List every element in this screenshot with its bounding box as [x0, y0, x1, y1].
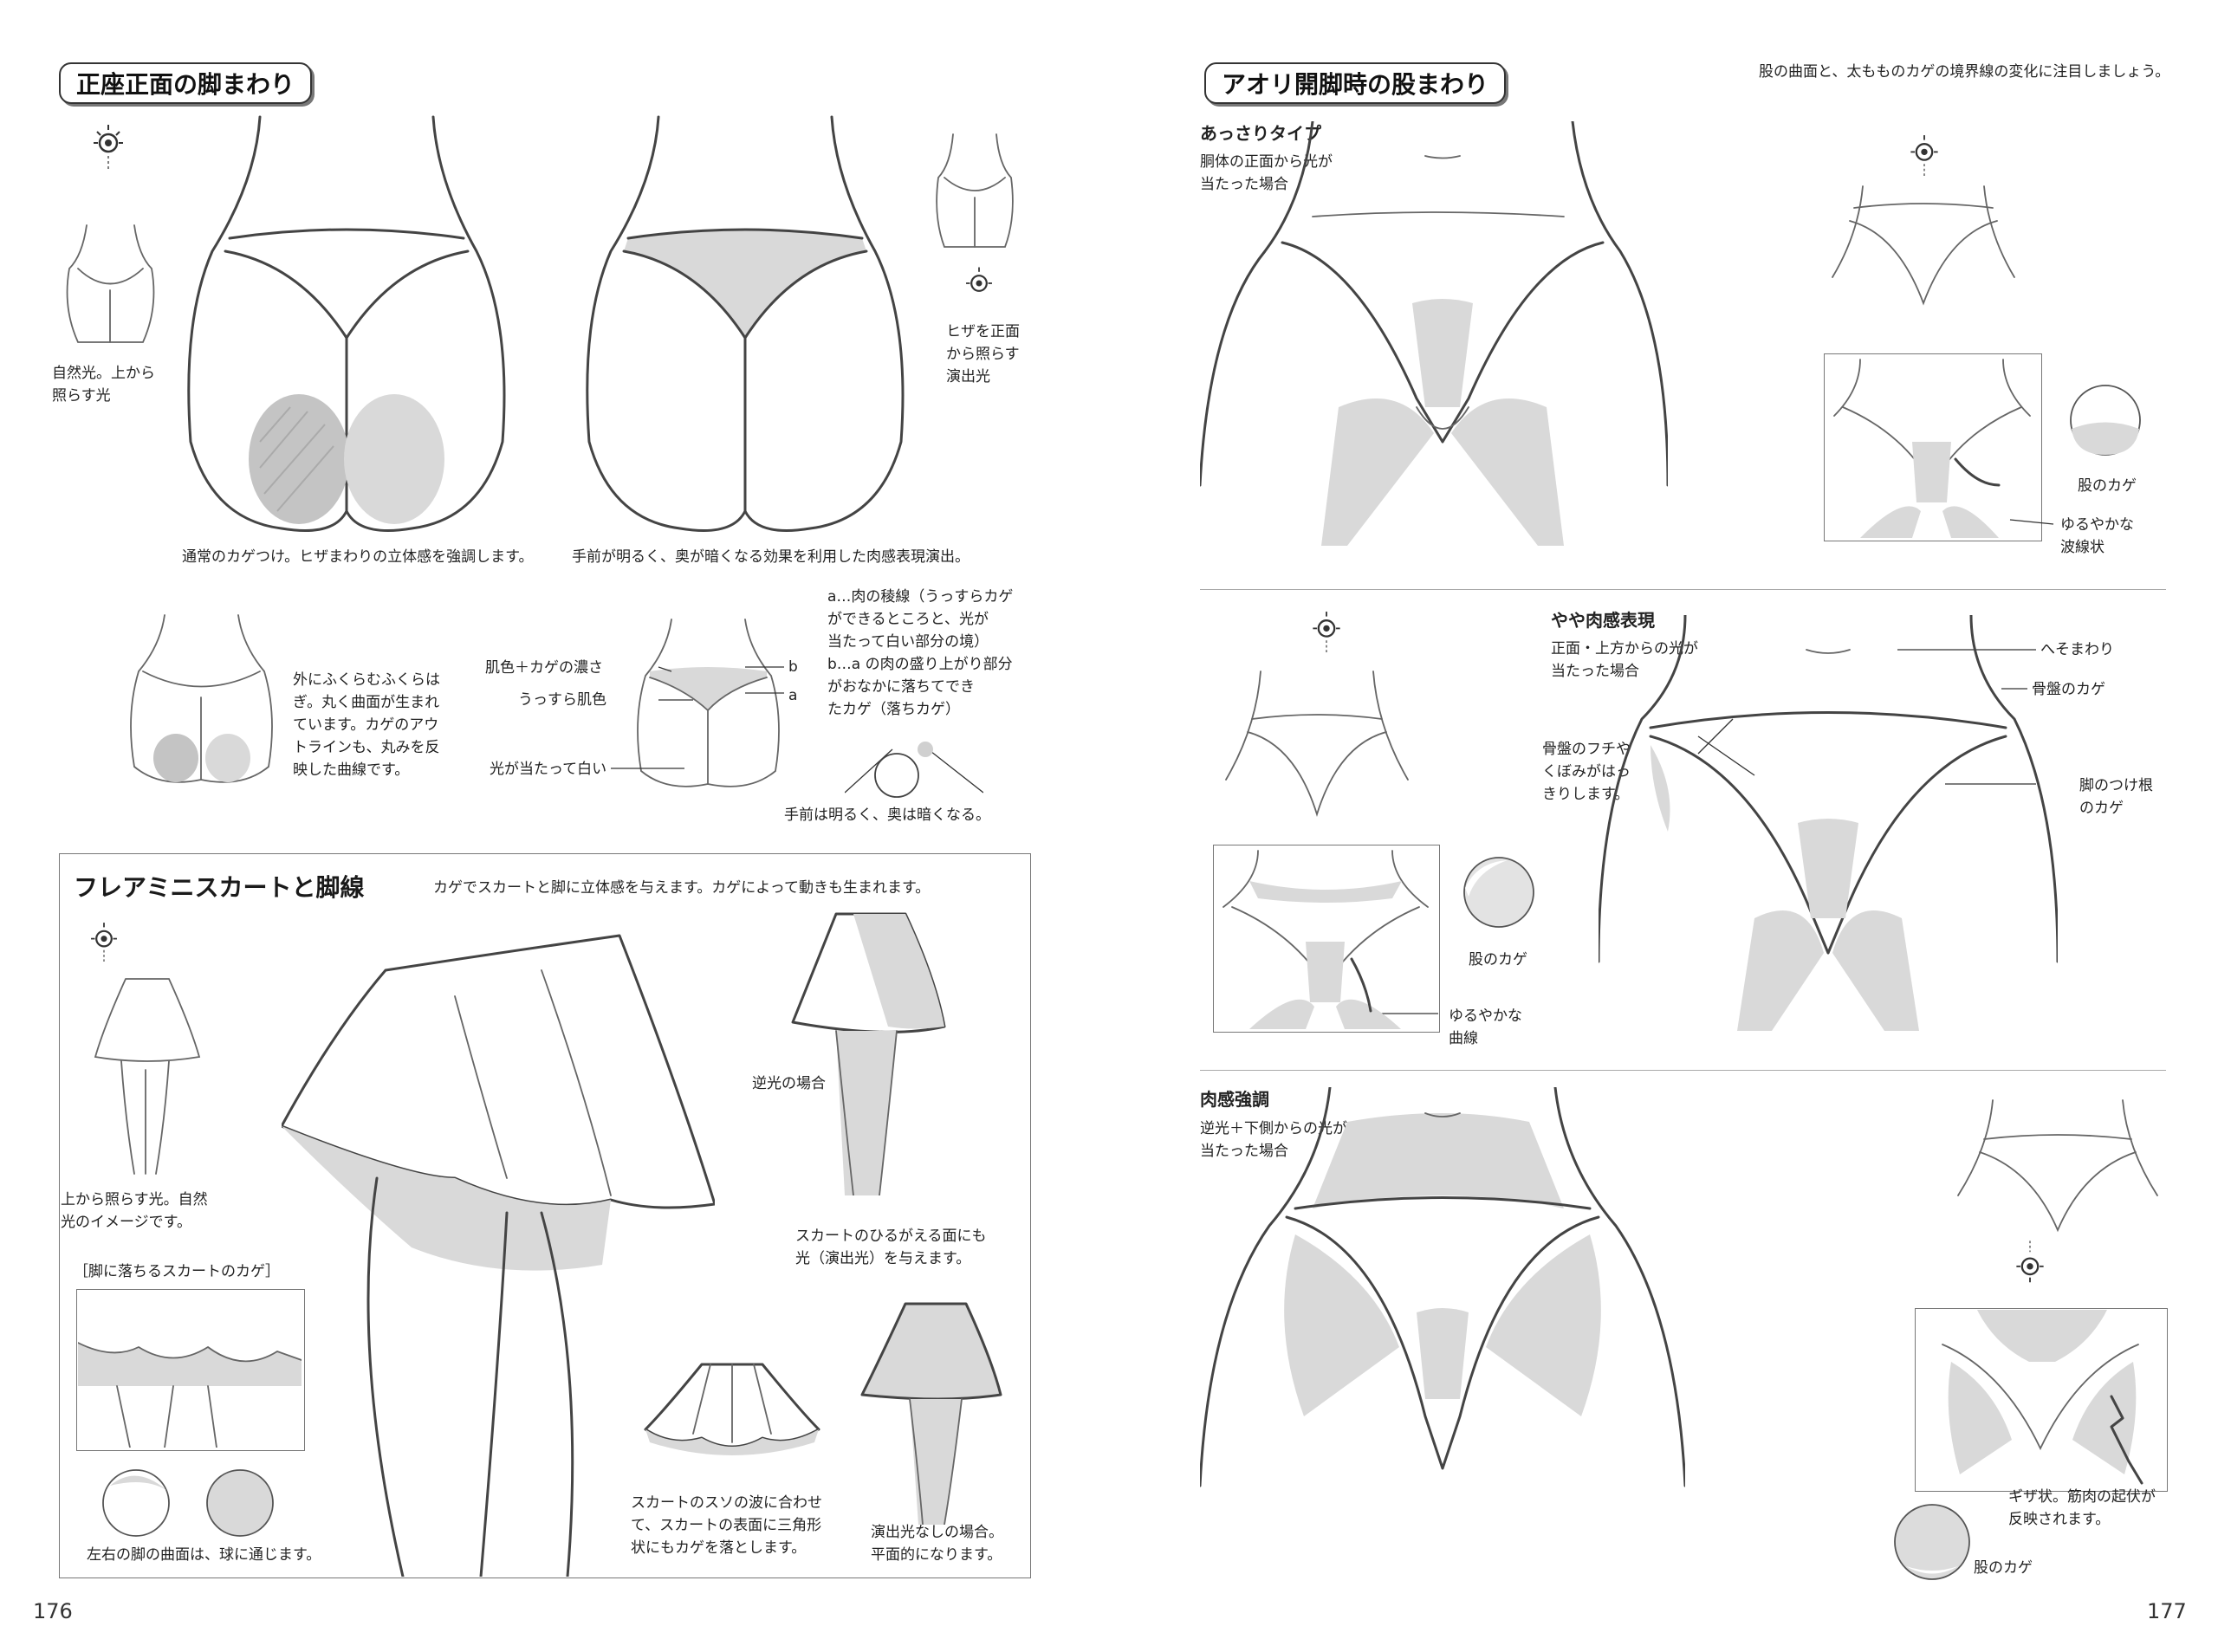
thumb-aori-strong	[1957, 1099, 2158, 1233]
inset-skirt-shadow	[76, 1289, 305, 1451]
caption-normal-shading: 通常のカゲつけ。ヒザまわりの立体感を強調します。	[182, 548, 534, 566]
figure-seiza-small-outline	[130, 614, 273, 783]
figure-skirt-hem	[644, 1363, 820, 1455]
section-title-aori: アオリ開脚時の股まわり	[1204, 62, 1507, 104]
figure-skirt-no-effect	[860, 1302, 1002, 1525]
heading-yaya: やや肉感表現	[1551, 610, 1655, 631]
label-skin-shadow: 肌色＋カゲの濃さ	[485, 659, 603, 677]
figure-crotch-inset-1	[1833, 359, 2031, 538]
thumb-aori-mid	[1225, 671, 1409, 818]
page-number-right: 177	[2147, 1599, 2187, 1623]
figure-sphere-light	[845, 742, 983, 798]
caption-nikukan: 逆光＋下側からの光が 当たった場合	[1200, 1120, 1347, 1160]
figure-crotch-inset-3	[1942, 1310, 2143, 1485]
label-gentle-curve: ゆるやかな 曲線	[1449, 1007, 1522, 1047]
divider-1	[1200, 589, 2166, 590]
label-light-skin: うっすら肌色	[518, 691, 606, 709]
label-white: 光が当たって白い	[490, 761, 607, 778]
caption-sphere: 手前は明るく、奥は暗くなる。	[784, 807, 990, 824]
sun-icon	[966, 267, 992, 292]
thumb-skirt-top-light	[94, 978, 201, 1175]
sun-icon	[1910, 135, 1938, 178]
caption-yaya: 正面・上方からの光が 当たった場合	[1551, 640, 1698, 680]
section-box-skirt	[59, 853, 1031, 1578]
caption-natural-light: 自然光。上から 照らす光	[52, 365, 155, 405]
figure-seiza-normal	[187, 115, 506, 532]
label-b: b	[788, 658, 798, 676]
heading-nikukan: 肉感強調	[1200, 1089, 1269, 1110]
figure-skirt-shadow-inset	[78, 1342, 302, 1448]
figure-aori-light	[1200, 121, 1668, 546]
inset-crotch-shadow-3	[1915, 1308, 2168, 1492]
label-crotch-shadow-1: 股のカゲ	[2078, 477, 2137, 495]
label-pelvis-edge: 骨盤のフチや くぼみがはっ きりします。	[1542, 741, 1631, 803]
caption-calf-outline: 外にふくらむふくらは ぎ。丸く曲面が生まれ ています。カゲのアウ トラインも、丸…	[293, 671, 440, 779]
figure-sphere-crotch-1	[2070, 385, 2141, 456]
caption-front-light: 手前が明るく、奥が暗くなる効果を利用した肉感表現演出。	[572, 548, 970, 566]
inset-crotch-shadow-1	[1824, 353, 2042, 541]
page-number-left: 176	[33, 1599, 73, 1623]
caption-assari: 胴体の正面から光が 当たった場合	[1200, 153, 1333, 193]
label-jagged: ギザ状。筋肉の起伏が 反映されます。	[2008, 1488, 2156, 1528]
label-navel: へそまわり	[2040, 641, 2114, 658]
thumb-aori-light	[1832, 185, 2015, 306]
note-aori: 股の曲面と、太もものカゲの境界線の変化に注目しましょう。	[1759, 63, 2170, 81]
thumb-seiza-knee-light	[936, 133, 1014, 248]
section-intro-skirt: カゲでスカートと脚に立体感を与えます。カゲによって動きも生まれます。	[433, 879, 931, 897]
caption-top-light: 上から照らす光。自然 光のイメージです。	[61, 1191, 208, 1231]
section-title-seiza: 正座正面の脚まわり	[59, 62, 313, 104]
label-a: a	[788, 687, 798, 704]
figure-aori-mid	[1599, 615, 2058, 1031]
section-title-skirt: フレアミニスカートと脚線	[74, 873, 365, 902]
label-wavy: ゆるやかな 波線状	[2060, 516, 2134, 556]
figure-crotch-inset-2	[1222, 850, 1429, 1029]
figure-skirt-main	[282, 934, 715, 1577]
label-crotch-shadow-3: 股のカゲ	[1974, 1559, 2033, 1577]
caption-hem-wave: スカートのスソの波に合わせ て、スカートの表面に三角形 状にもカゲを落とします。	[631, 1494, 822, 1557]
figure-leg-spheres	[102, 1469, 274, 1537]
caption-no-effect: 演出光なしの場合。 平面的になります。	[871, 1524, 1003, 1564]
thumb-seiza-natural	[66, 224, 155, 343]
inset-crotch-shadow-2	[1213, 845, 1440, 1033]
caption-skirt-shadow-heading: ［脚に落ちるスカートのカゲ］	[74, 1263, 280, 1280]
figure-seiza-labeled	[637, 619, 780, 787]
caption-flip-light: スカートのひるがえる面にも 光（演出光）を与えます。	[795, 1228, 987, 1267]
heading-assari: あっさりタイプ	[1200, 123, 1321, 144]
label-crotch-shadow-2: 股のカゲ	[1469, 951, 1527, 969]
figure-sphere-crotch-2	[1463, 857, 1534, 928]
figure-seiza-front	[586, 115, 905, 532]
caption-backlight: 逆光の場合	[752, 1075, 826, 1092]
caption-leg-spheres: 左右の脚の曲面は、球に通じます。	[87, 1546, 321, 1564]
caption-knee-light: ヒザを正面 から照らす 演出光	[946, 323, 1020, 385]
sun-icon	[94, 125, 123, 172]
sun-icon	[1313, 612, 1340, 655]
caption-a-b: a…肉の稜線（うっすらカゲ ができるところと、光が 当たって白い部分の境） b……	[827, 588, 1014, 718]
sun-icon	[91, 923, 117, 964]
figure-aori-strong	[1200, 1087, 1685, 1487]
label-leg-root: 脚のつけ根 のカゲ	[2079, 777, 2153, 817]
figure-skirt-backlight	[791, 912, 946, 1195]
sun-icon	[2016, 1241, 2044, 1283]
divider-2	[1200, 1070, 2166, 1071]
figure-sphere-crotch-3	[1894, 1504, 1970, 1580]
label-pelvis-shadow: 骨盤のカゲ	[2032, 681, 2105, 698]
